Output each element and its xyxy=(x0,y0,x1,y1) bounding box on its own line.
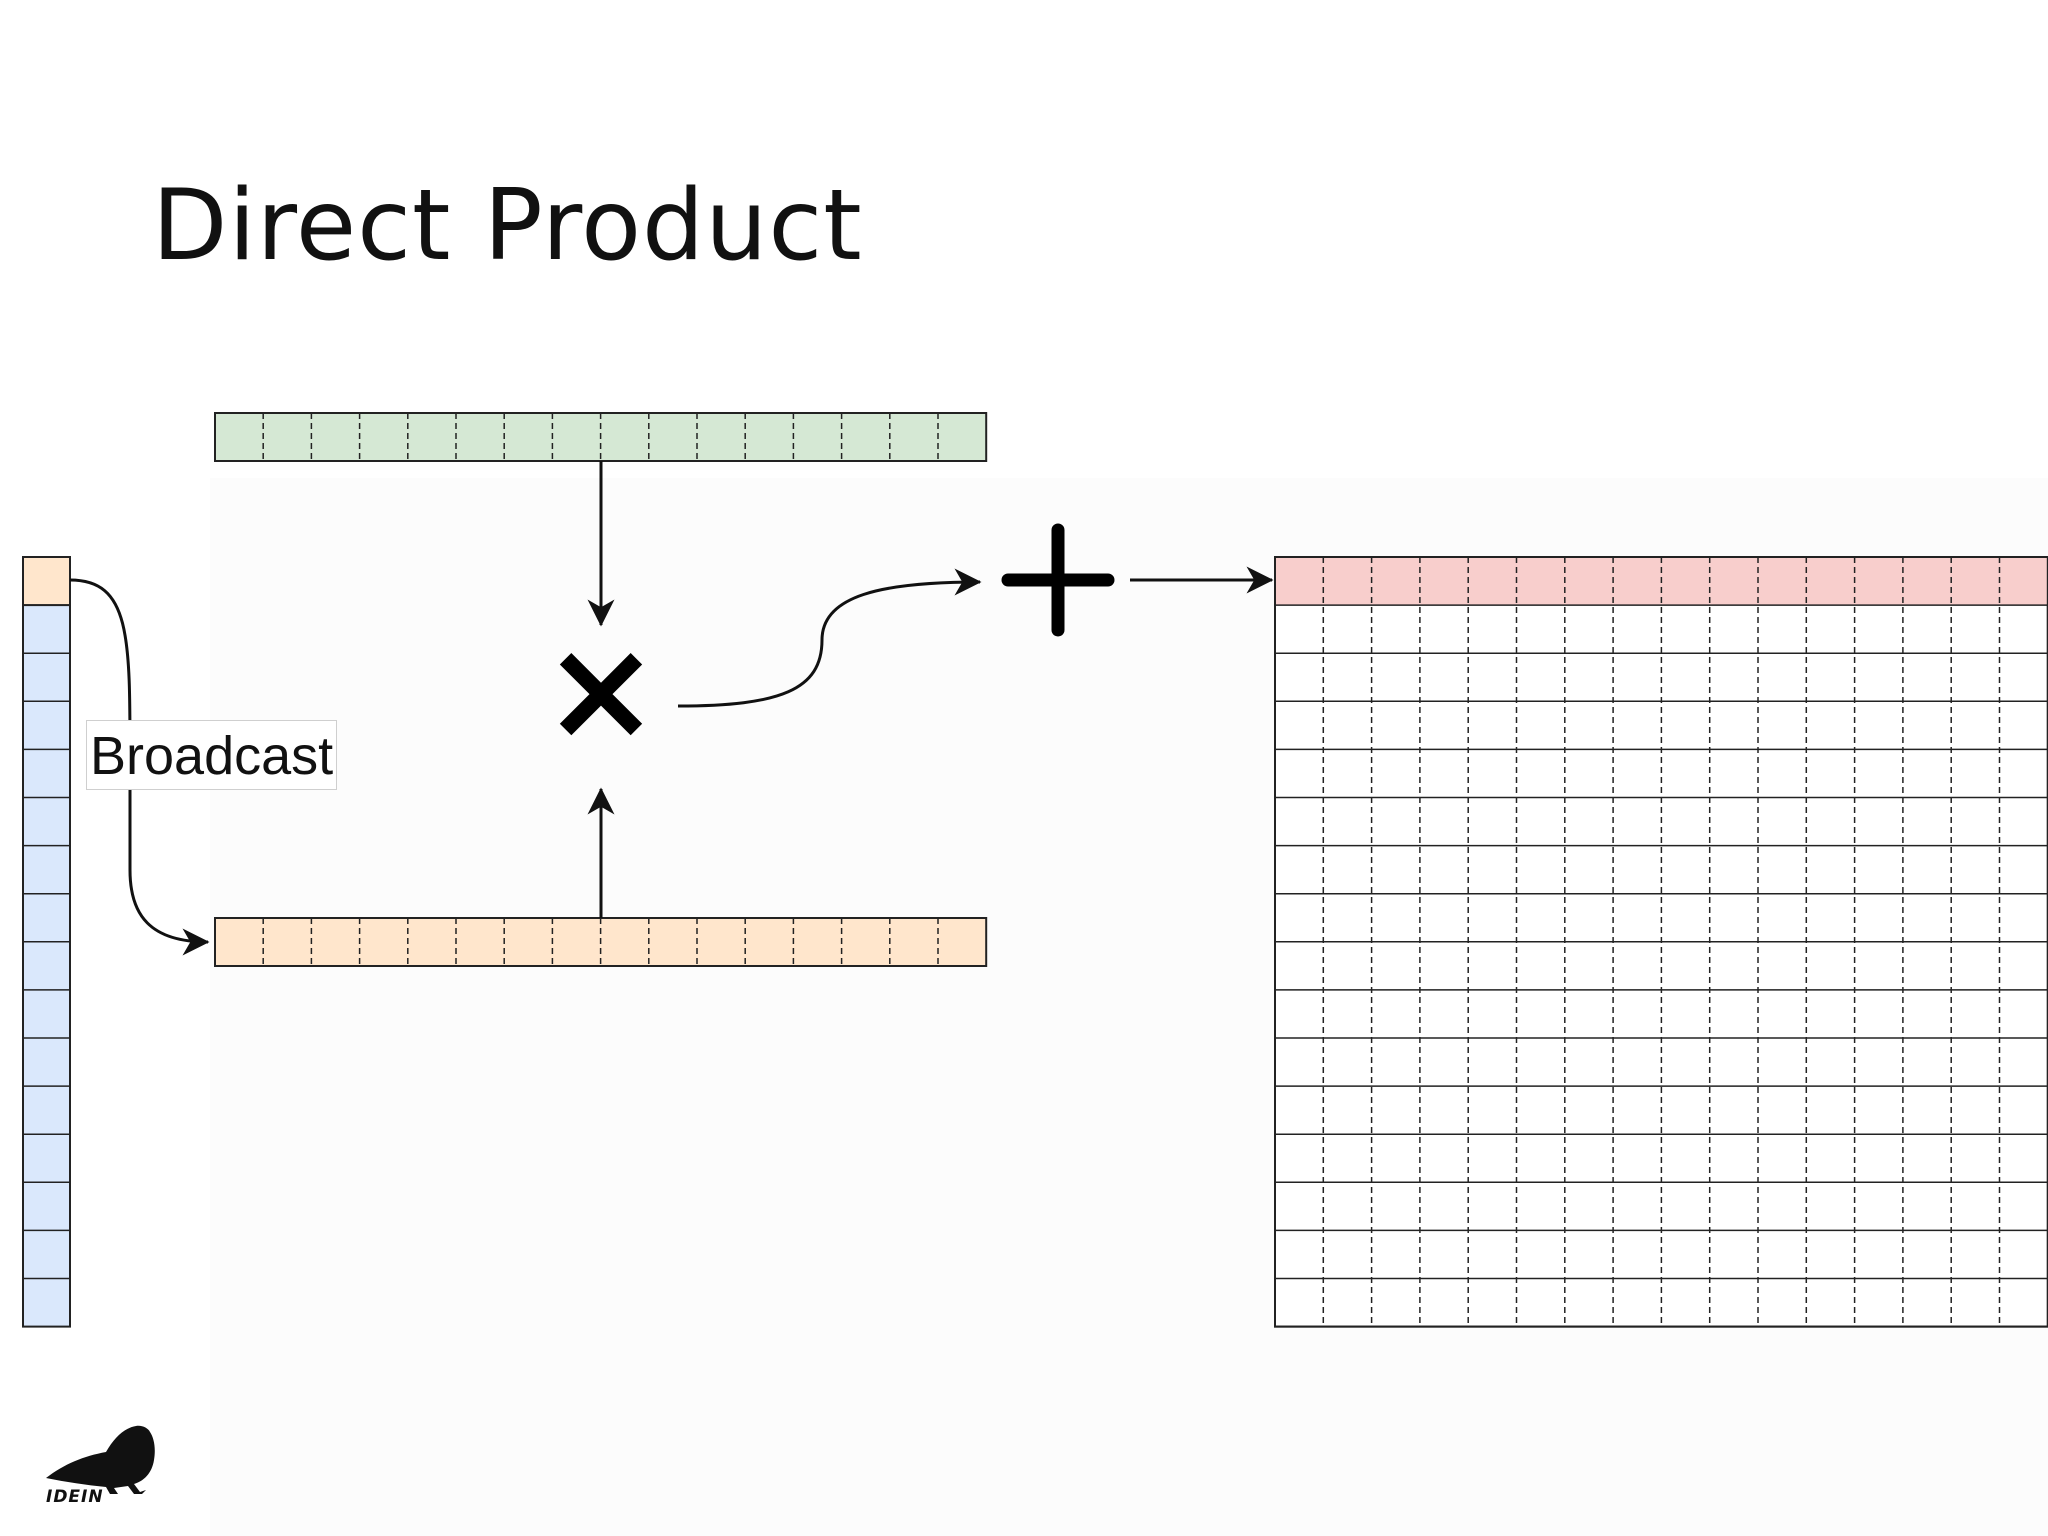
idein-logo: IDEIN xyxy=(46,1425,155,1504)
left-column-highlight-cell xyxy=(22,556,71,607)
broadcast-label: Broadcast xyxy=(86,720,338,791)
multiply-to-plus-arrow xyxy=(677,568,982,708)
multiply-icon: × xyxy=(542,609,659,772)
result-matrix xyxy=(1274,556,2048,1328)
left-column-vector xyxy=(22,556,71,1328)
slide-title: Direct Product xyxy=(152,169,863,283)
top-row-vector xyxy=(214,412,988,462)
plus-icon xyxy=(1001,523,1115,637)
broadcast-row-vector xyxy=(214,917,988,967)
svg-text:IDEIN: IDEIN xyxy=(46,1487,104,1504)
crow-icon xyxy=(46,1425,155,1494)
